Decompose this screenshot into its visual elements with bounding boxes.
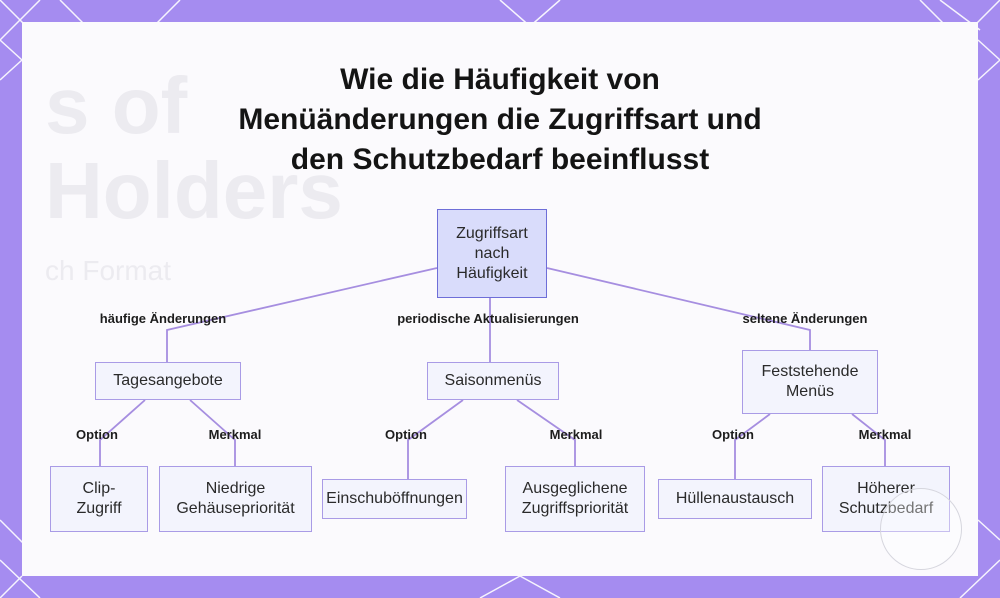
background-text-2: Holders [45,146,343,235]
node-fixed-menus: Feststehende Menüs [742,350,878,414]
node-clip-access: Clip- Zugriff [50,466,148,532]
edge-daily-clip [99,399,146,466]
diagram-title: Wie die Häufigkeit von Menüänderungen di… [0,60,1000,180]
node-balanced-access-priority: Ausgeglichene Zugriffspriorität [505,466,645,532]
node-root: Zugriffsart nach Häufigkeit [437,209,547,298]
edge-label-option-3: Option [712,427,754,442]
background-text-3: ch Format [45,255,172,286]
edge-seasonal-slots [407,399,464,479]
edge-fixed-sleeve [734,413,771,479]
edge-daily-low [189,399,236,466]
node-low-case-priority: Niedrige Gehäusepriorität [159,466,312,532]
decorative-circle [880,488,962,570]
edge-fixed-higher [851,413,886,466]
edge-root-daily [166,267,438,362]
edge-seasonal-balanced [516,399,576,466]
node-daily-specials: Tagesangebote [95,362,241,400]
title-line-2: Menüänderungen die Zugriffsart und [238,103,762,136]
title-line-3: den Schutzbedarf beeinflusst [290,143,710,176]
node-seasonal-menus: Saisonmenüs [427,362,559,400]
edge-label-feature-2: Merkmal [549,427,603,442]
edge-label-frequent: häufige Änderungen [99,311,227,326]
edge-label-option-2: Option [385,427,427,442]
edge-root-fixed [546,267,811,350]
title-line-1: Wie die Häufigkeit von [340,63,660,96]
background-text-1: s of [45,61,188,150]
node-sleeve-exchange: Hüllenaustausch [658,479,812,519]
edge-label-periodic: periodische Aktualisierungen [397,311,579,326]
edge-label-rare: seltene Änderungen [742,311,868,326]
node-slot-openings: Einschuböffnungen [322,479,467,519]
edge-label-option-1: Option [76,427,118,442]
edge-label-feature-1: Merkmal [208,427,262,442]
edge-label-feature-3: Merkmal [858,427,912,442]
